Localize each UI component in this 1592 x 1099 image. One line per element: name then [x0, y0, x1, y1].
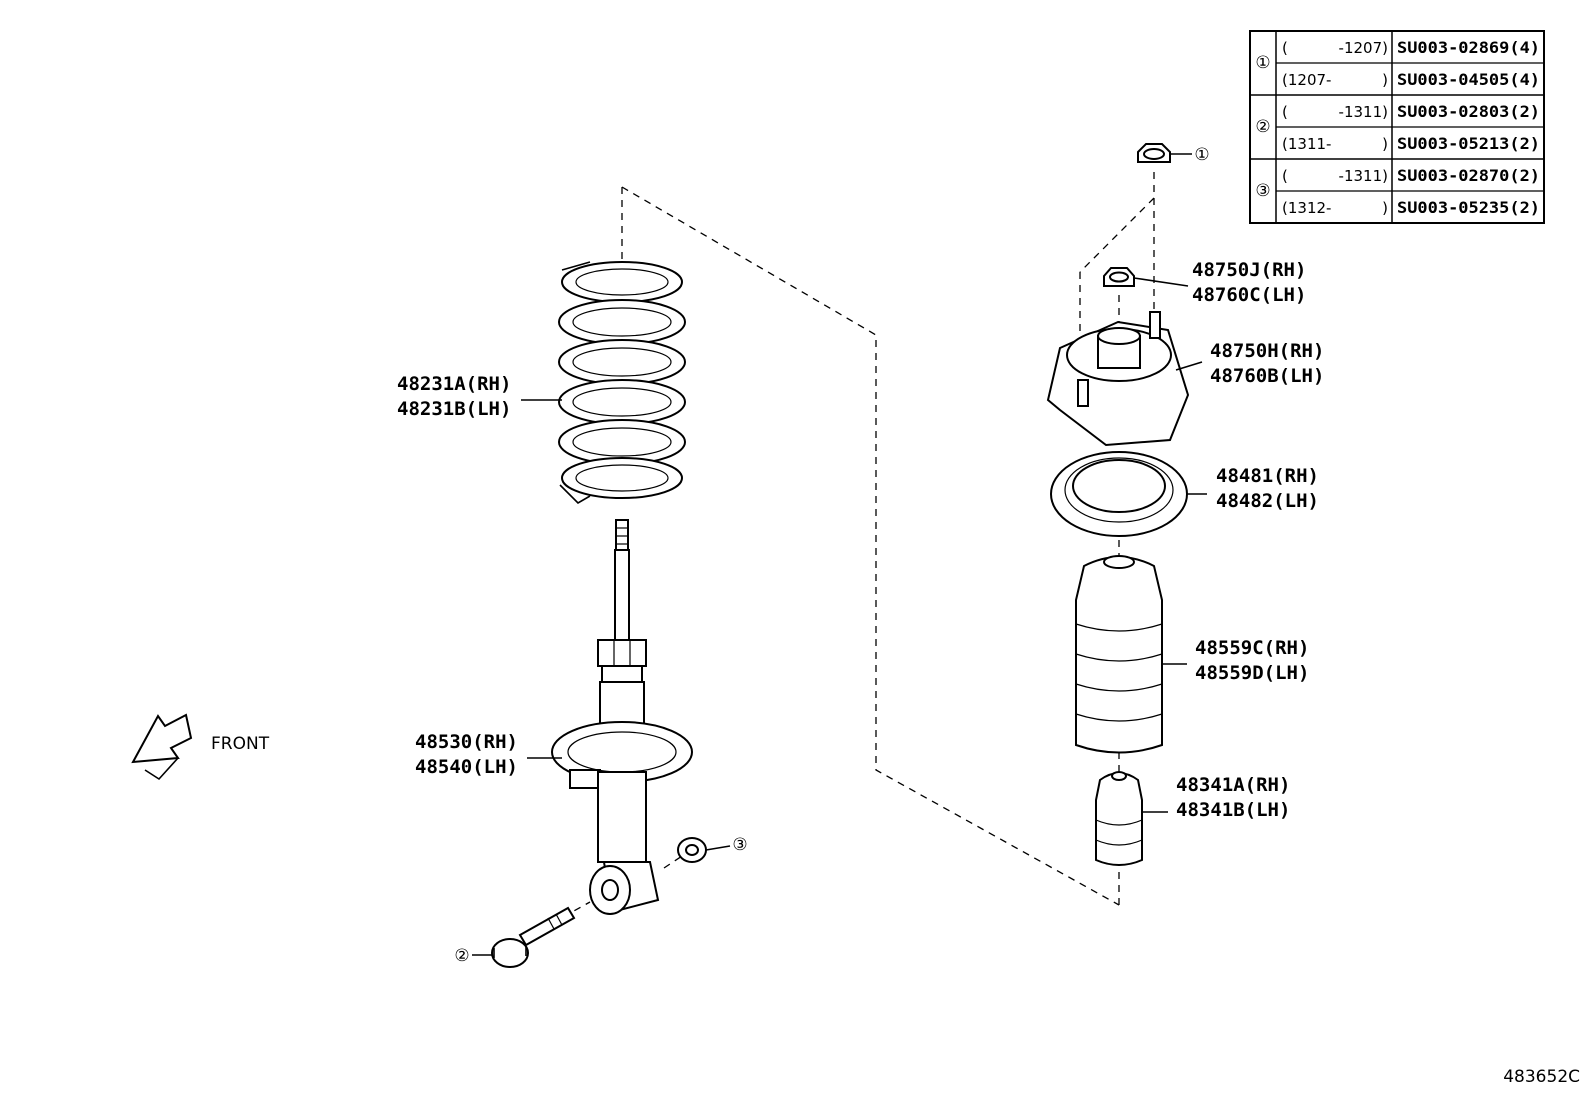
label-bumper-rh: 48341A(RH)	[1176, 774, 1290, 796]
legend-row: (1207- ) SU003-04505(4)	[1282, 70, 1540, 89]
label-seat-lh: 48482(LH)	[1216, 490, 1319, 512]
label-bumper-lh: 48341B(LH)	[1176, 799, 1290, 821]
lower-nut	[677, 837, 707, 863]
callout-2: ②	[454, 946, 469, 966]
support-nut	[1103, 267, 1135, 287]
legend-row-from: (1312-	[1282, 199, 1331, 217]
diagram-id: 483652C	[1503, 1067, 1580, 1087]
legend-row-to: )	[1382, 199, 1388, 217]
legend-row: ( -1311) SU003-02870(2)	[1282, 166, 1540, 185]
legend-row-from: (	[1282, 103, 1288, 121]
label-seat-rh: 48481(RH)	[1216, 465, 1319, 487]
legend-marker-3: ③	[1255, 181, 1270, 201]
legend-row-from: (	[1282, 167, 1288, 185]
front-label: FRONT	[211, 734, 270, 754]
legend-row-code: SU003-04505(4)	[1397, 70, 1540, 89]
leader-lines	[472, 153, 1207, 956]
label-support-rh: 48750H(RH)	[1210, 340, 1324, 362]
label-boot-lh: 48559D(LH)	[1195, 662, 1309, 684]
legend-row-code: SU003-02870(2)	[1397, 166, 1540, 185]
top-nut	[1137, 143, 1171, 163]
label-boot-rh: 48559C(RH)	[1195, 637, 1309, 659]
dust-boot	[1075, 555, 1163, 754]
bump-stopper	[1095, 771, 1143, 866]
label-spring-lh: 48231B(LH)	[397, 398, 511, 420]
legend-row-code: SU003-05213(2)	[1397, 134, 1540, 153]
legend-row: (1312- ) SU003-05235(2)	[1282, 198, 1540, 217]
label-support-lh: 48760B(LH)	[1210, 365, 1324, 387]
legend-row-to: )	[1382, 135, 1388, 153]
legend-row-from: (1311-	[1282, 135, 1331, 153]
label-nut-lh: 48760C(LH)	[1192, 284, 1306, 306]
legend-marker-1: ①	[1255, 53, 1270, 73]
coil-spring	[558, 261, 686, 505]
legend-row: (1311- ) SU003-05213(2)	[1282, 134, 1540, 153]
callout-3: ③	[732, 835, 747, 855]
front-direction-arrow	[131, 713, 193, 781]
label-shock-rh: 48530(RH)	[415, 731, 518, 753]
legend-row: ( -1311) SU003-02803(2)	[1282, 102, 1540, 121]
spring-seat	[1050, 451, 1188, 537]
fastener-legend-table: ① ② ③ ( -1207) SU003-02869(4) (1207- ) S…	[1249, 30, 1545, 224]
upper-support	[1046, 311, 1190, 447]
legend-row-to: -1311)	[1339, 167, 1388, 185]
legend-row-code: SU003-02869(4)	[1397, 38, 1540, 57]
legend-row-code: SU003-02803(2)	[1397, 102, 1540, 121]
label-spring-rh: 48231A(RH)	[397, 373, 511, 395]
legend-row-from: (	[1282, 39, 1288, 57]
legend-row-to: )	[1382, 71, 1388, 89]
legend-row-from: (1207-	[1282, 71, 1331, 89]
legend-row-to: -1207)	[1339, 39, 1388, 57]
legend-row-to: -1311)	[1339, 103, 1388, 121]
mounting-bolt	[491, 906, 576, 968]
legend-row: ( -1207) SU003-02869(4)	[1282, 38, 1540, 57]
legend-marker-2: ②	[1255, 117, 1270, 137]
legend-row-code: SU003-05235(2)	[1397, 198, 1540, 217]
callout-1: ①	[1194, 145, 1209, 165]
label-nut-rh: 48750J(RH)	[1192, 259, 1306, 281]
label-shock-lh: 48540(LH)	[415, 756, 518, 778]
shock-absorber	[551, 519, 693, 915]
